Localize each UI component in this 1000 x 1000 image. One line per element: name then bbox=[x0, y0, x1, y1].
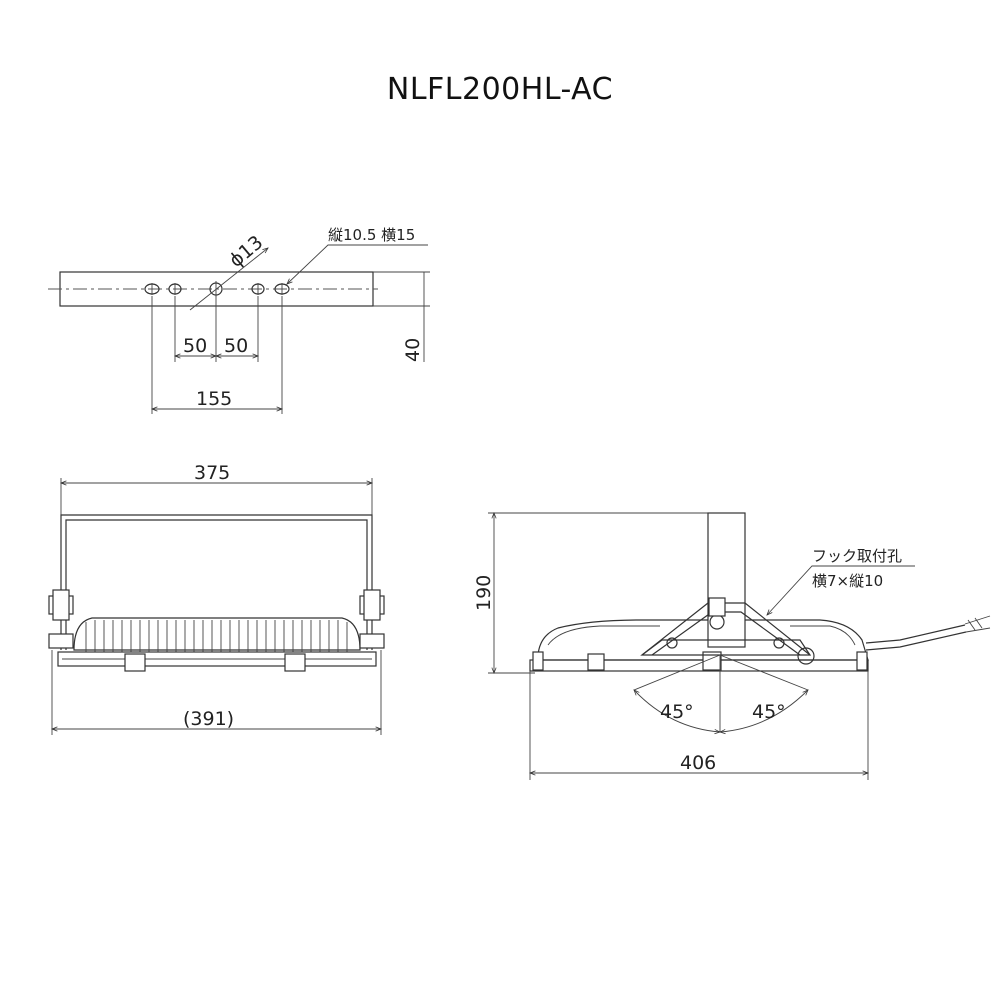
hole-span-dimension: 155 bbox=[196, 388, 232, 410]
side-knobs bbox=[48, 589, 385, 649]
side-knob bbox=[797, 647, 815, 665]
base-clip-left bbox=[124, 653, 146, 672]
hook-hole-leader bbox=[766, 565, 915, 616]
hook-hole-label: フック取付孔 bbox=[812, 547, 902, 565]
angle-arc-right bbox=[718, 689, 809, 735]
base-clip-right bbox=[284, 653, 306, 672]
power-cable bbox=[865, 624, 966, 644]
pitch-dimension-right: 50 bbox=[224, 335, 248, 357]
side-view: 190 フック取付孔 横7×縦10 bbox=[473, 511, 991, 780]
top-view: ϕ13 縦10.5 横15 50 50 155 40 bbox=[48, 226, 430, 414]
diameter-leader bbox=[189, 247, 269, 311]
drawing-title: NLFL200HL-AC bbox=[386, 72, 614, 107]
bracket-width-dimension: 375 bbox=[194, 462, 230, 484]
side-base-plate bbox=[529, 659, 869, 672]
angle-arc-left bbox=[633, 689, 722, 735]
side-housing bbox=[537, 619, 869, 661]
u-bracket bbox=[60, 514, 373, 650]
side-width-dimension: 406 bbox=[680, 752, 716, 774]
height-dimension-side: 190 bbox=[473, 575, 495, 611]
slot-leader bbox=[286, 244, 428, 285]
tilt-angle-right: 45° bbox=[752, 701, 786, 723]
mounting-holes bbox=[144, 281, 290, 297]
front-base-plate bbox=[57, 651, 377, 667]
tilt-bracket bbox=[641, 602, 811, 656]
slot-size-label: 縦10.5 横15 bbox=[328, 226, 415, 244]
pitch-dimension-left: 50 bbox=[183, 335, 207, 357]
heat-sink-body bbox=[73, 617, 361, 651]
mounting-post bbox=[707, 512, 746, 648]
hole-diameter-label: ϕ13 bbox=[225, 231, 267, 271]
height-dimension-top: 40 bbox=[402, 338, 424, 362]
hook-hole-size: 横7×縦10 bbox=[812, 572, 883, 590]
tilt-angle-left: 45° bbox=[660, 701, 694, 723]
heat-sink-fins bbox=[85, 620, 348, 652]
front-view: 375 bbox=[48, 462, 385, 735]
overall-width-dimension: (391) bbox=[183, 708, 234, 730]
